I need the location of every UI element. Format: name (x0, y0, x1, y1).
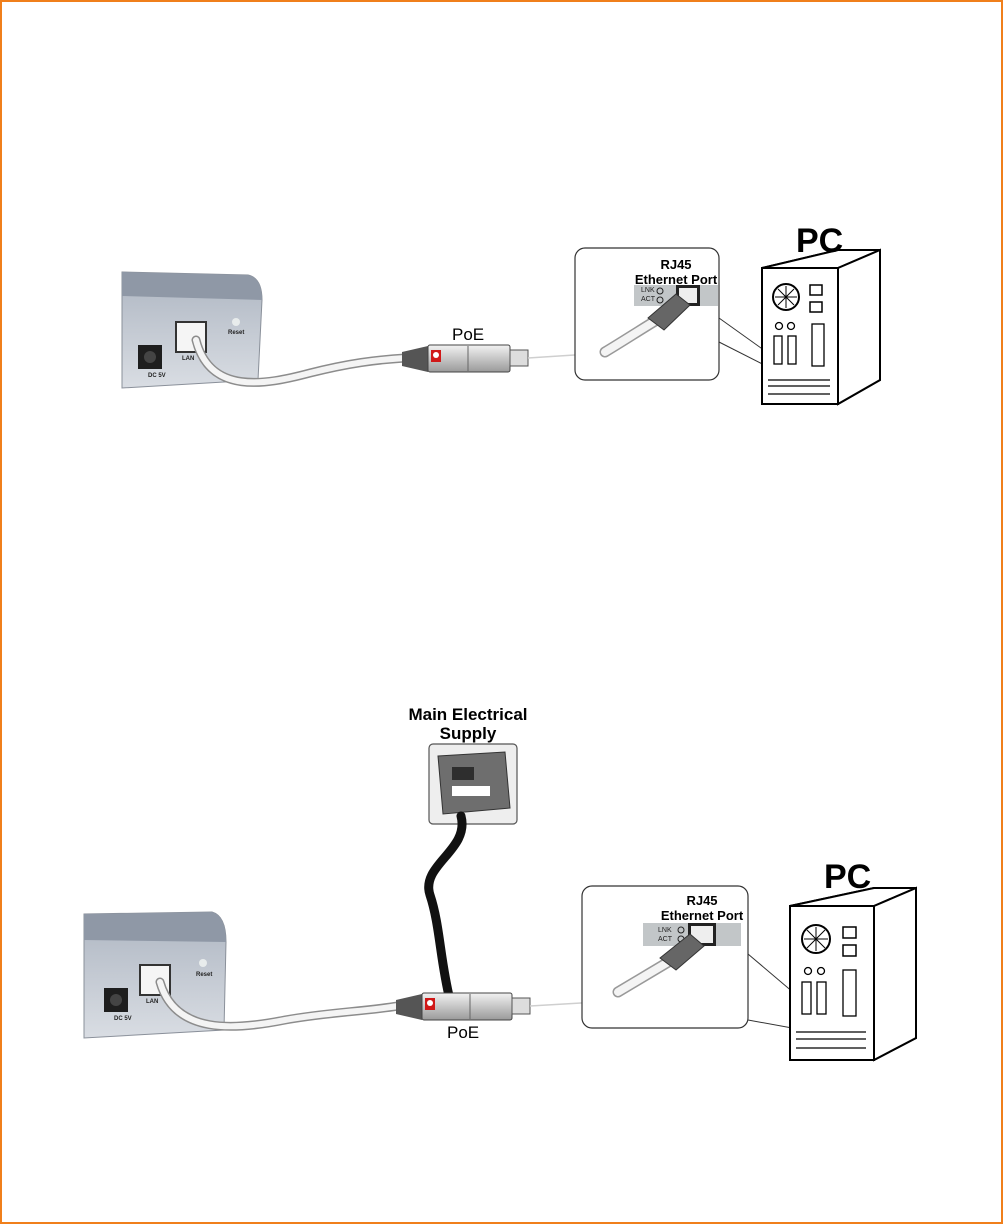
rj45-label: RJ45 Ethernet Port (640, 893, 764, 923)
pc-tower (790, 888, 916, 1060)
rj45-text: RJ45 (622, 257, 730, 272)
reset-button (199, 959, 207, 967)
rj45-label: RJ45 Ethernet Port (622, 257, 730, 287)
ethernet-port-text: Ethernet Port (640, 908, 764, 923)
pc-label: PC (824, 858, 871, 897)
pc-tower (762, 250, 880, 404)
power-adapter (429, 744, 517, 824)
cable-power (429, 816, 462, 1000)
mains-line2: Supply (392, 724, 544, 743)
diagram1-artwork (0, 0, 1003, 460)
pc-label: PC (796, 222, 843, 261)
diagram2-artwork (0, 690, 1003, 1150)
dc-jack-label: DC 5V (148, 373, 166, 379)
ethernet-port-text: Ethernet Port (622, 272, 730, 287)
poe-label: PoE (452, 325, 484, 345)
reset-label: Reset (228, 330, 244, 336)
lan-port-label: LAN (146, 999, 158, 1005)
diagram-poe-without-supply: PC RJ45 Ethernet Port LNK ACT PoE DC 5V … (0, 0, 1003, 460)
reset-button (232, 318, 240, 326)
lan-port-label: LAN (182, 356, 194, 362)
poe-label: PoE (447, 1023, 479, 1043)
lnk-led-label: LNK (658, 927, 672, 934)
diagram-poe-with-supply: Main Electrical Supply PC RJ45 Ethernet … (0, 690, 1003, 1150)
poe-adapter (396, 993, 598, 1020)
dc-jack-label: DC 5V (114, 1016, 132, 1022)
rj45-text: RJ45 (640, 893, 764, 908)
poe-adapter (402, 345, 590, 372)
act-led-label: ACT (658, 936, 672, 943)
mains-line1: Main Electrical (392, 705, 544, 724)
lnk-led-label: LNK (641, 287, 655, 294)
act-led-label: ACT (641, 296, 655, 303)
main-electrical-supply-label: Main Electrical Supply (392, 705, 544, 743)
reset-label: Reset (196, 972, 212, 978)
